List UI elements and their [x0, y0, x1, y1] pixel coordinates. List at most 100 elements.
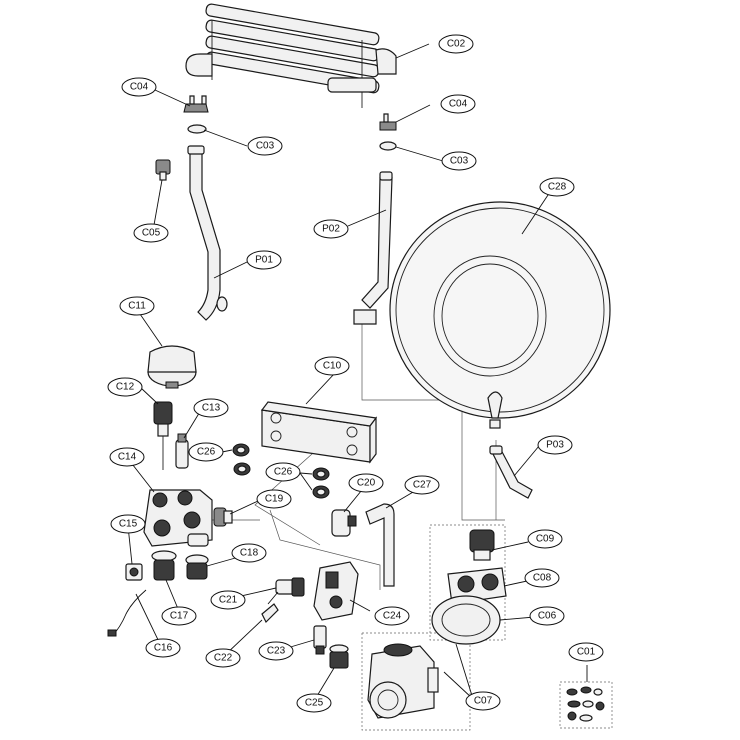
callout-c28-text: C28 [548, 182, 567, 193]
callout-c28: C28 [539, 177, 575, 197]
seals-c26 [232, 443, 330, 499]
callout-c21: C21 [210, 590, 246, 610]
sensor-c15 [125, 563, 143, 581]
callout-c22: C22 [205, 648, 241, 668]
callout-c08: C08 [524, 568, 560, 588]
callout-c20: C20 [348, 473, 384, 493]
callout-c12: C12 [107, 377, 143, 397]
callout-c06-text: C06 [538, 611, 557, 622]
callout-c14-text: C14 [118, 452, 137, 463]
pipe-p03 [489, 445, 533, 499]
callout-c26-left-text: C26 [197, 447, 216, 458]
callout-c03-left: C03 [247, 136, 283, 156]
callout-c03-right-text: C03 [450, 156, 469, 167]
callout-c13-text: C13 [202, 403, 221, 414]
callout-p03-text: P03 [546, 440, 564, 451]
fitting-c19 [213, 507, 233, 527]
callout-p02-text: P02 [322, 224, 340, 235]
callout-p01: P01 [246, 250, 282, 270]
callout-c09: C09 [527, 529, 563, 549]
sensor-c13 [175, 433, 189, 469]
callout-c19-text: C19 [265, 494, 284, 505]
hose-c27 [365, 503, 395, 587]
callout-c16: C16 [145, 638, 181, 658]
callout-c10: C10 [314, 356, 350, 376]
callout-c05: C05 [133, 223, 169, 243]
callout-c19: C19 [256, 489, 292, 509]
pump-group-box [361, 524, 613, 731]
callout-c07-text: C07 [474, 696, 493, 707]
callout-c25: C25 [296, 693, 332, 713]
callout-c23: C23 [258, 641, 294, 661]
callout-c02-text: C02 [447, 39, 466, 50]
valve-body-c24 [313, 561, 359, 621]
callout-c15: C15 [110, 514, 146, 534]
callout-c27: C27 [404, 475, 440, 495]
fitting-c17 [151, 550, 177, 581]
pump-motor-c07 [367, 643, 439, 719]
callout-c16-text: C16 [154, 643, 173, 654]
pump-housing-c06 [431, 595, 501, 645]
seal-kit-c01 [566, 686, 605, 722]
callout-c01: C01 [568, 642, 604, 662]
clip-right [379, 113, 397, 131]
callout-c01-text: C01 [577, 647, 596, 658]
callout-c03-right: C03 [441, 151, 477, 171]
callout-c23-text: C23 [267, 646, 286, 657]
o-ring-left [187, 124, 207, 134]
fitting-c18 [185, 554, 209, 580]
callout-c08-text: C08 [533, 573, 552, 584]
pressure-switch [147, 345, 197, 389]
callout-c11: C11 [119, 296, 155, 316]
callout-c18: C18 [231, 543, 267, 563]
callout-c21-text: C21 [219, 595, 238, 606]
o-ring-right [379, 141, 397, 151]
callout-c11-text: C11 [128, 301, 146, 312]
callout-c17: C17 [161, 606, 197, 626]
valve-c12 [153, 401, 173, 470]
callout-c18-text: C18 [240, 548, 259, 559]
clip-c22 [261, 591, 279, 624]
plate-heat-exchanger [260, 401, 378, 464]
valve-c20 [331, 509, 357, 537]
callout-c15-text: C15 [119, 519, 138, 530]
callout-c04-right: C04 [440, 94, 476, 114]
callout-c17-text: C17 [170, 611, 189, 622]
callout-c25-text: C25 [305, 698, 324, 709]
callout-c10-text: C10 [323, 361, 342, 372]
callout-c09-text: C09 [536, 534, 555, 545]
callout-c26-right-text: C26 [274, 467, 293, 478]
pipe-p02 [353, 171, 393, 325]
pipe-p01 [187, 145, 228, 321]
air-vent-c09 [469, 529, 495, 561]
callout-c02: C02 [438, 34, 474, 54]
fitting-c25 [329, 644, 349, 669]
callout-c03-left-text: C03 [256, 141, 275, 152]
callout-c20-text: C20 [357, 478, 376, 489]
callout-c05-text: C05 [142, 228, 161, 239]
fitting-c21 [275, 577, 305, 597]
callout-c13: C13 [193, 398, 229, 418]
callout-c26-left: C26 [188, 442, 224, 462]
part-c23 [313, 625, 327, 655]
callout-c27-text: C27 [413, 480, 432, 491]
hydraulic-block [143, 489, 213, 547]
callout-c22-text: C22 [214, 653, 233, 664]
callout-c24-text: C24 [383, 611, 402, 622]
callout-c12-text: C12 [116, 382, 135, 393]
callout-p03: P03 [537, 435, 573, 455]
callout-c06: C06 [529, 606, 565, 626]
clip-left [183, 95, 209, 113]
callout-c26-right: C26 [265, 462, 301, 482]
callout-p02: P02 [313, 219, 349, 239]
callout-c04-right-text: C04 [449, 99, 468, 110]
callout-c04-left-text: C04 [130, 82, 149, 93]
callout-c14: C14 [109, 447, 145, 467]
callout-p01-text: P01 [255, 255, 273, 266]
expansion-vessel [389, 201, 611, 429]
callout-c07: C07 [465, 691, 501, 711]
callout-c04-left: C04 [121, 77, 157, 97]
cable-c16 [107, 589, 147, 637]
heat-exchanger [185, 3, 397, 108]
